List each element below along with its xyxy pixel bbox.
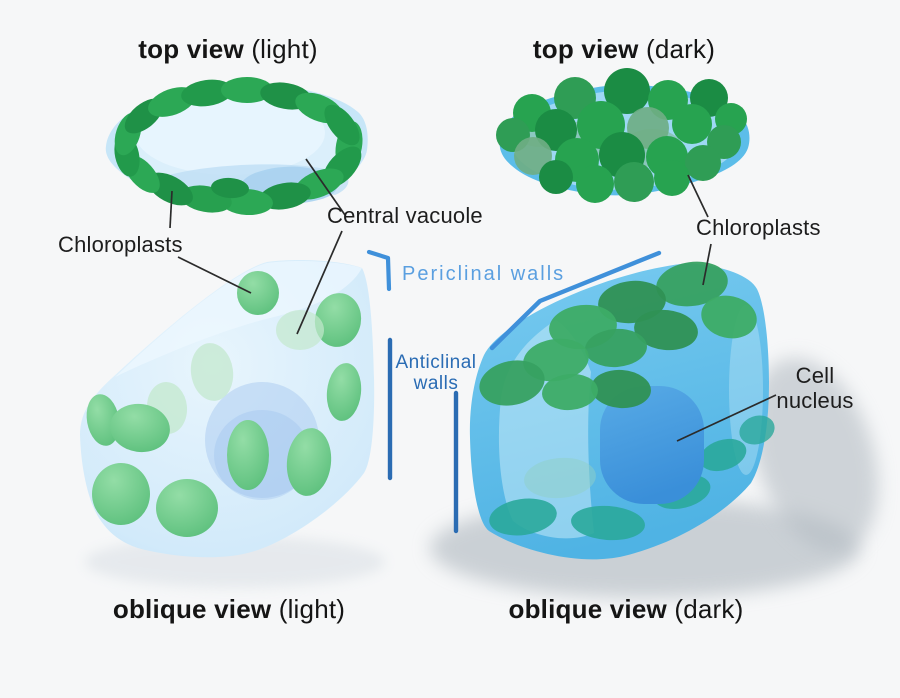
chloroplast — [535, 109, 577, 151]
chloroplast — [542, 373, 598, 411]
chloroplast — [314, 293, 362, 347]
leader-line-chloroplasts-down — [177, 256, 252, 294]
wall-marks — [366, 249, 662, 534]
title-oblique-view-dark: oblique view (dark) — [509, 594, 744, 625]
top-view-light-cell — [105, 77, 368, 216]
leader-line-chloroplasts-right-down — [702, 243, 712, 286]
label-chloroplasts-right: Chloroplasts — [696, 215, 821, 240]
chloroplast — [591, 369, 651, 409]
label-anticlinal-line2: walls — [413, 373, 459, 395]
leader-line-nucleus — [676, 394, 777, 442]
chloroplast — [576, 165, 614, 203]
leader-line-chloroplasts-right-up — [687, 174, 709, 218]
title-rest: (light) — [271, 594, 346, 624]
label-cell-nucleus-line1: Cell — [795, 363, 835, 388]
chloroplast — [672, 104, 712, 144]
title-bold: top view — [138, 34, 244, 64]
chloroplast — [656, 261, 728, 307]
chloroplast — [227, 420, 269, 490]
chloroplast — [211, 177, 249, 199]
chloroplast — [324, 104, 360, 146]
chloroplast — [585, 328, 647, 368]
leader-line-chloroplasts-up — [169, 190, 173, 229]
label-periclinal-walls: Periclinal walls — [402, 263, 566, 285]
oblique-view-light-cell — [80, 260, 375, 558]
title-top-view-dark: top view (dark) — [533, 34, 715, 65]
chloroplast — [156, 479, 218, 537]
leader-line-vacuole-down — [296, 230, 343, 335]
chloroplast — [571, 505, 645, 541]
title-top-view-light: top view (light) — [138, 34, 317, 65]
chloroplast-cluster — [496, 68, 747, 203]
title-bold: oblique view — [112, 594, 272, 624]
chloroplast — [221, 77, 273, 103]
chloroplast — [489, 498, 557, 536]
periclinal-bracket-light — [366, 249, 392, 292]
title-bold: top view — [532, 34, 639, 64]
vacuole-highlight — [135, 91, 325, 175]
chloroplast — [614, 162, 654, 202]
label-cell-nucleus-line2: nucleus — [776, 387, 854, 413]
top-face-highlight — [115, 260, 362, 377]
chloroplast — [326, 363, 362, 421]
chloroplast-ring — [114, 77, 363, 216]
chloroplast — [286, 428, 332, 496]
chloroplast — [634, 309, 698, 351]
leader-lines — [169, 158, 777, 442]
chloroplast — [514, 137, 552, 175]
top-view-dark-cell — [496, 68, 750, 203]
chloroplast — [181, 79, 233, 107]
chloroplast — [604, 68, 650, 114]
chloroplast — [524, 457, 596, 499]
chloroplasts — [86, 271, 362, 537]
chloroplast — [701, 295, 757, 339]
chloroplast — [110, 403, 170, 453]
chloroplast — [539, 160, 573, 194]
chloroplast — [237, 271, 279, 315]
chloroplast — [685, 145, 721, 181]
oblique-view-dark-cell — [469, 261, 775, 560]
chloroplast — [739, 415, 775, 445]
chloroplast — [699, 438, 747, 472]
chloroplast — [479, 360, 545, 406]
label-anticlinal-line1: Anticlinal — [395, 352, 477, 373]
cell-nucleus-shape — [600, 386, 704, 504]
title-bold: oblique view — [508, 594, 667, 624]
title-rest: (dark) — [638, 34, 716, 64]
label-anticlinal-walls: Anticlinal walls — [395, 352, 476, 395]
leader-line-vacuole-up — [305, 158, 346, 216]
chloroplast — [276, 310, 324, 350]
chloroplast — [190, 343, 234, 401]
chloroplast — [92, 463, 150, 525]
label-central-vacuole: Central vacuole — [327, 203, 483, 228]
title-rest: (dark) — [666, 594, 744, 624]
label-chloroplasts-left: Chloroplasts — [58, 232, 183, 257]
label-cell-nucleus: Cell nucleus — [776, 363, 854, 413]
chloroplast — [654, 160, 690, 196]
top-chloroplasts — [479, 261, 757, 411]
periclinal-line-dark — [489, 250, 662, 351]
title-oblique-view-light: oblique view (light) — [113, 594, 345, 625]
title-rest: (light) — [243, 34, 318, 64]
shadow — [751, 358, 879, 552]
